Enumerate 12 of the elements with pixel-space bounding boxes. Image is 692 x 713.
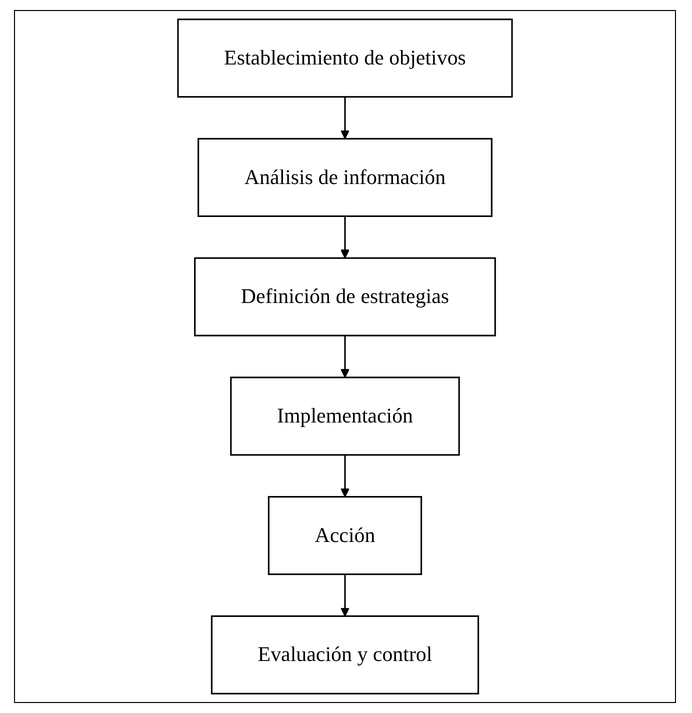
node-box: [198, 138, 492, 217]
arrow: [340, 574, 350, 617]
node-box: [177, 18, 513, 98]
node-box: [268, 496, 422, 576]
arrow: [340, 216, 350, 258]
node-box: [194, 257, 496, 336]
diagram-frame: Establecimiento de objetivos Análisis de información Definición de estrategias Implementación Acción Evaluación y control: [14, 10, 676, 703]
arrow: [340, 336, 350, 378]
node-box: [210, 615, 480, 694]
arrow: [340, 454, 350, 498]
node-box: [230, 376, 460, 456]
arrow: [340, 96, 350, 140]
